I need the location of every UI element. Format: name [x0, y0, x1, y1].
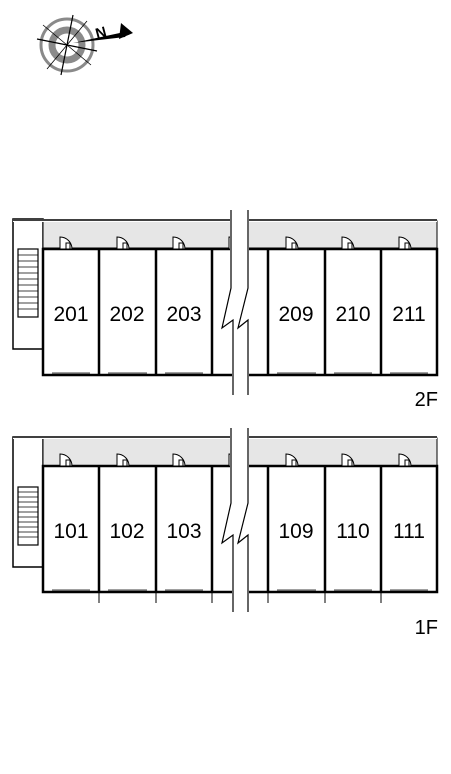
doors-2f	[59, 236, 412, 250]
unit-111-label: 111	[393, 520, 425, 543]
unit-102-label: 102	[109, 520, 144, 543]
unit-101-label: 101	[53, 520, 88, 543]
floor-plan-2f: 201 202 203 209 210 211 2F	[12, 210, 439, 411]
doors-1f	[59, 453, 412, 467]
staircase	[17, 486, 39, 546]
unit-209-label: 209	[278, 303, 313, 326]
break-mark-2f	[221, 210, 249, 395]
floor-plan-1f: 101 102 103 109 110 111 1F	[12, 428, 439, 639]
unit-203-label: 203	[166, 303, 201, 326]
north-letter: N	[94, 24, 109, 43]
staircase	[17, 248, 39, 318]
compass-rose-icon: N	[36, 14, 133, 76]
unit-202-label: 202	[109, 303, 144, 326]
unit-211-label: 211	[392, 303, 425, 326]
unit-210-label: 210	[335, 303, 370, 326]
unit-109-label: 109	[278, 520, 313, 543]
floor-label-1f: 1F	[415, 617, 438, 639]
unit-110-label: 110	[336, 520, 369, 543]
unit-103-label: 103	[166, 520, 201, 543]
unit-201-label: 201	[53, 303, 88, 326]
break-mark-1f	[221, 428, 249, 612]
floor-label-2f: 2F	[415, 389, 438, 411]
